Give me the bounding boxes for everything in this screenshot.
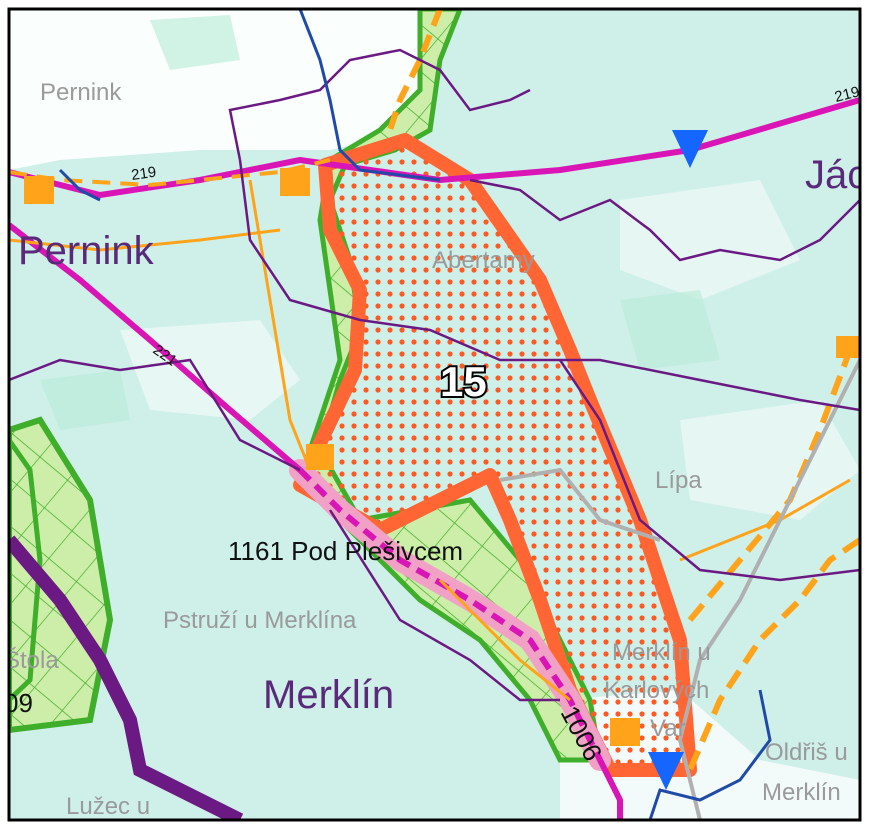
orange-markers: [24, 168, 860, 746]
blue-markers: [648, 130, 708, 790]
label-merklin-u-3: Var: [650, 715, 686, 742]
area-label: 1161 Pod Plešivcem: [228, 536, 463, 566]
label-left-code: 09: [4, 688, 33, 718]
rivers: [58, 9, 772, 820]
label-jac: Jác: [805, 153, 867, 197]
label-pstruzi: Pstruží u Merklína: [163, 607, 357, 634]
orange-roads: [9, 179, 851, 702]
light-green-patches: [40, 15, 720, 430]
label-merklin-u-1: Merklín u: [612, 639, 711, 666]
label-lipa: Lípa: [655, 467, 702, 494]
label-pernink-large: Pernink: [18, 229, 155, 273]
label-luzec: Lužec u: [66, 793, 150, 820]
grey-roads: [499, 359, 860, 820]
label-pernink-small: Pernink: [40, 79, 122, 106]
admin-boundary-thick: [9, 535, 244, 820]
orange-dashed-top: [387, 9, 443, 131]
road-number-219-right: 219: [833, 83, 861, 106]
label-merklin: Merklín: [263, 673, 394, 717]
left-corridor: [9, 416, 114, 734]
label-merklin-u-2: Karlových: [604, 677, 709, 704]
map-labels: Pernink Pernink Jác Abertamy Lípa Pstruž…: [4, 79, 867, 820]
map-border: [7, 7, 862, 822]
road-number-219-left: 219: [130, 164, 157, 184]
orange-dashed-track: [687, 337, 860, 622]
orange-dashed-track-2: [687, 537, 860, 772]
label-stola: Štola: [4, 646, 59, 674]
label-oldris-1: Oldřiš u: [765, 739, 848, 766]
zone-number: 15: [440, 358, 487, 405]
label-abertamy: Abertamy: [432, 247, 535, 274]
admin-boundaries: [9, 48, 860, 702]
label-oldris-2: Merklín: [762, 779, 841, 806]
